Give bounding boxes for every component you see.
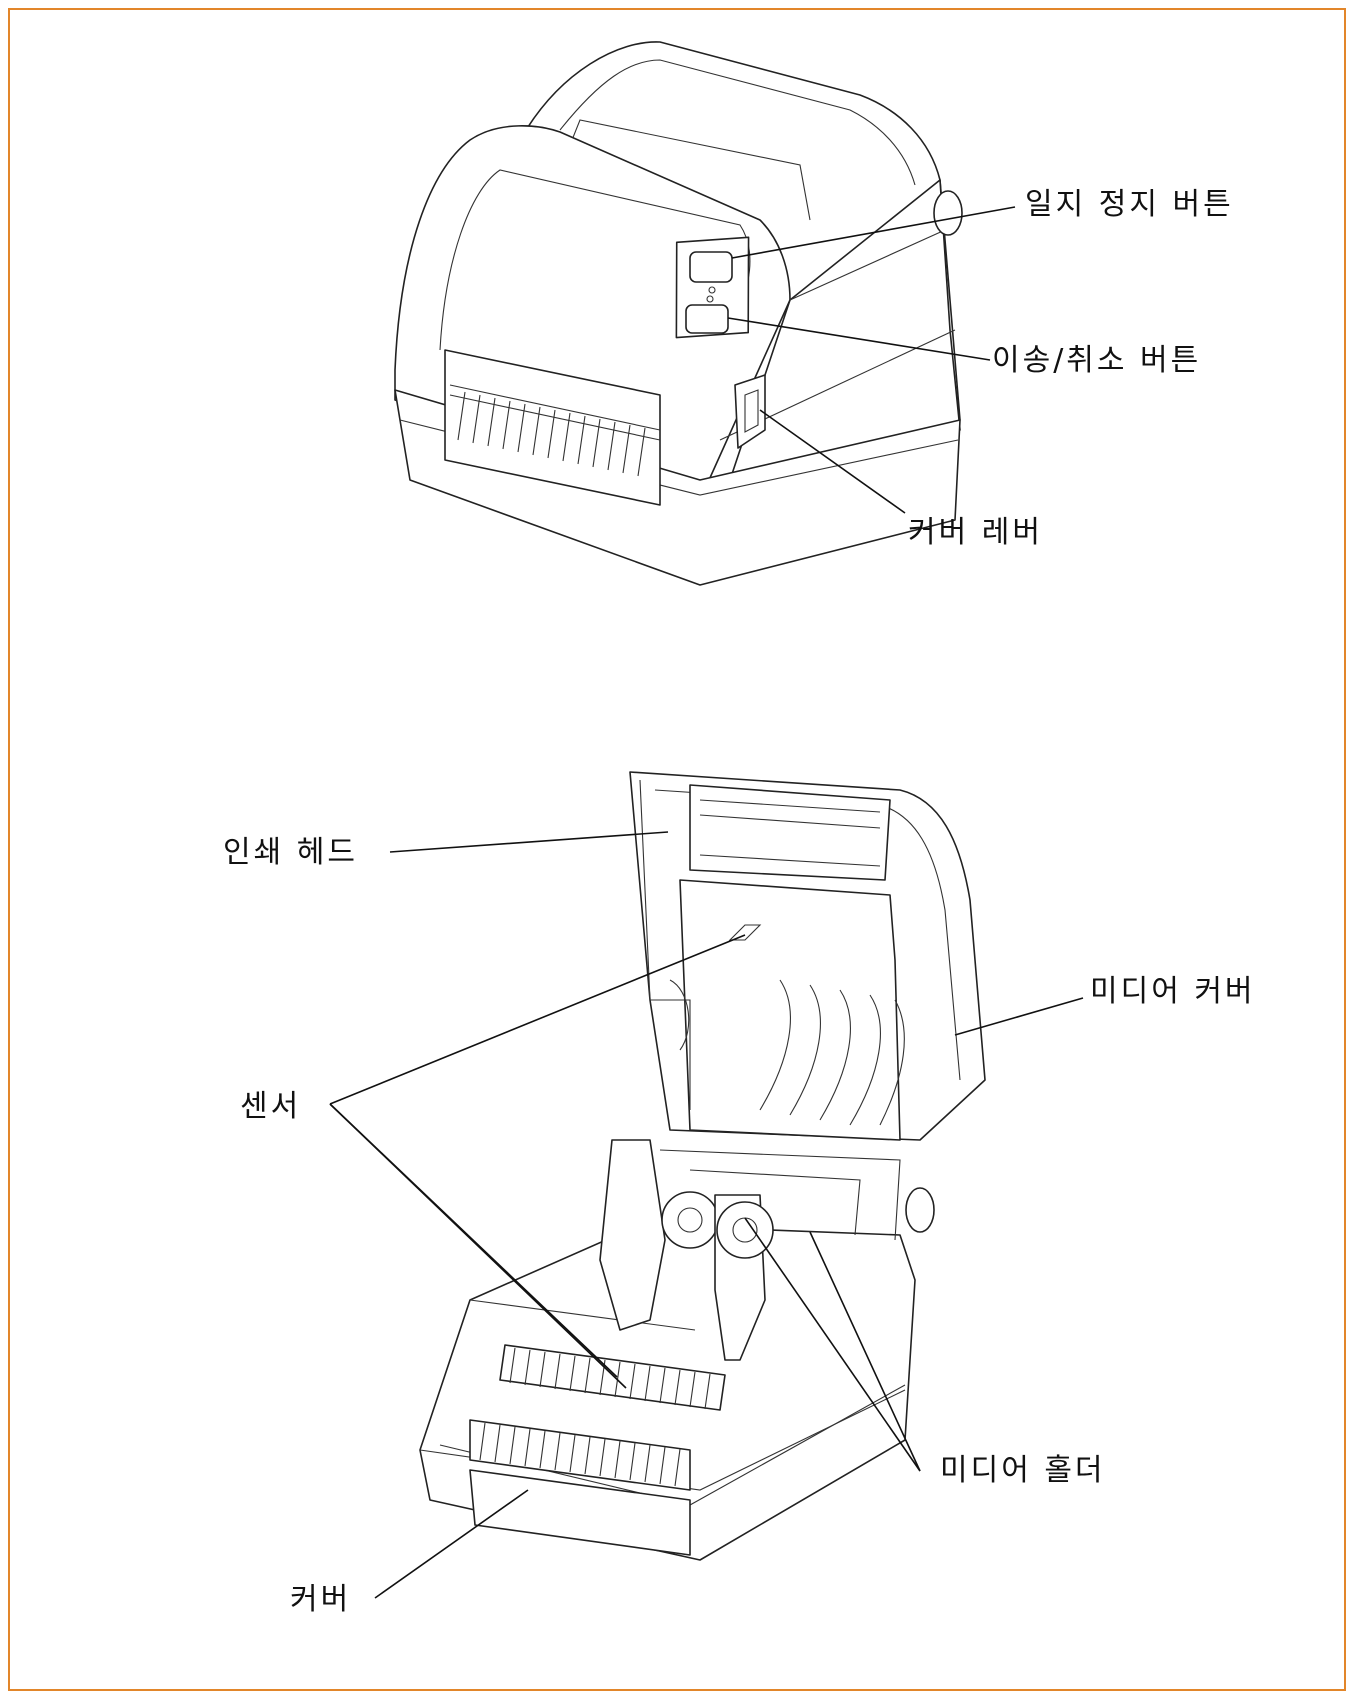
media-holder-leader-2 bbox=[809, 1231, 921, 1472]
media-cover-leader bbox=[954, 997, 1084, 1036]
pause-button-leader bbox=[731, 206, 1016, 259]
label-cover: 커버 bbox=[290, 1582, 352, 1617]
closed-printer bbox=[394, 41, 963, 586]
cover-leader bbox=[374, 1489, 529, 1599]
sensor-leader-3 bbox=[329, 1103, 627, 1389]
media-holder-leader-1 bbox=[744, 1217, 921, 1472]
sensor-leader-1 bbox=[329, 934, 746, 1105]
label-cover-lever: 커버 레버 bbox=[908, 515, 1043, 550]
label-feed-cancel-button: 이송/취소 버튼 bbox=[992, 343, 1202, 378]
diagram-frame bbox=[8, 8, 1346, 1691]
label-pause-button: 일지 정지 버튼 bbox=[1025, 187, 1234, 222]
feed-button-leader bbox=[727, 317, 991, 361]
label-sensor: 센서 bbox=[240, 1089, 302, 1124]
label-media-holder: 미디어 홀더 bbox=[940, 1453, 1106, 1488]
label-media-cover: 미디어 커버 bbox=[1090, 974, 1256, 1009]
cover-lever-leader bbox=[759, 409, 906, 514]
label-print-head: 인쇄 헤드 bbox=[223, 835, 358, 870]
print-head-leader bbox=[389, 831, 669, 853]
